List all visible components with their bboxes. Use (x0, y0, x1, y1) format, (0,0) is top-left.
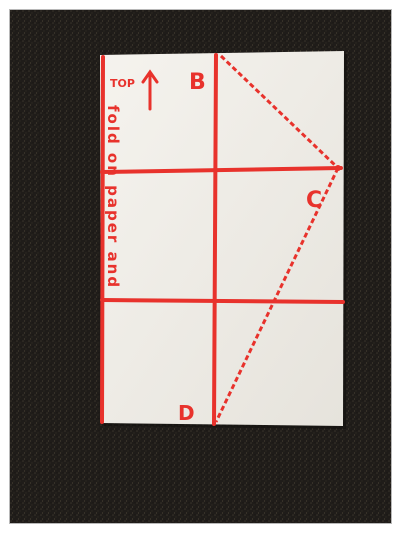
horizontal-line-top (100, 166, 343, 174)
grid-lines (100, 53, 345, 426)
point-d-label: D (178, 401, 195, 425)
photo: TOP B C D fold on paper and (9, 9, 392, 524)
point-c-label: C (306, 188, 322, 213)
top-label: TOP (110, 77, 135, 90)
side-handwriting: fold on paper and (104, 105, 122, 289)
fold-line-b-c (219, 54, 340, 170)
point-c-dot (335, 165, 341, 171)
point-b-label: B (189, 70, 206, 95)
horizontal-line-bottom (100, 298, 345, 304)
left-border-line (100, 55, 105, 424)
up-arrow-icon (141, 69, 159, 111)
photo-canvas: TOP B C D fold on paper and (10, 10, 391, 523)
fold-lines (214, 54, 340, 423)
vertical-center-line (212, 53, 218, 426)
paper-sheet (100, 51, 347, 429)
fold-line-c-d (214, 167, 340, 423)
